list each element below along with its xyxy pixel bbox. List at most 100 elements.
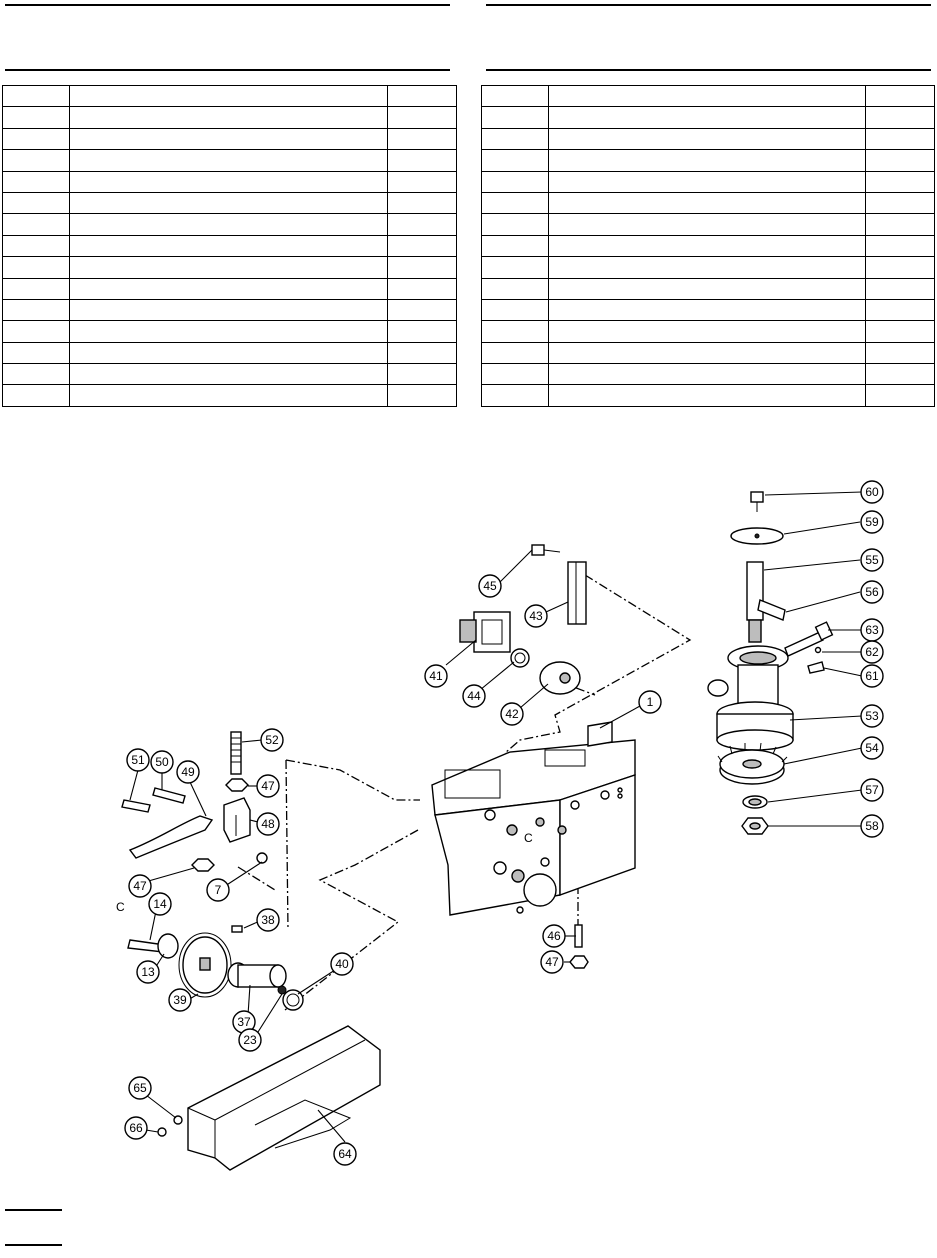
parts-table-cell xyxy=(2,170,70,193)
parts-table-cell xyxy=(548,191,866,215)
callout-53: 53 xyxy=(860,704,884,728)
callout-49: 49 xyxy=(176,760,200,784)
parts-table-cell xyxy=(69,106,388,129)
parts-table-cell xyxy=(69,363,388,386)
parts-table-cell xyxy=(2,149,70,172)
parts-table-cell xyxy=(548,384,866,407)
parts-table-cell xyxy=(865,234,935,258)
parts-table-right-row xyxy=(481,256,935,279)
callout-40: 40 xyxy=(330,952,354,976)
svg-text:53: 53 xyxy=(865,709,879,723)
footnote-rule-1 xyxy=(5,1209,62,1211)
parts-table-cell xyxy=(387,277,457,300)
parts-table-cell xyxy=(481,191,549,215)
parts-table-cell xyxy=(865,277,935,300)
parts-table-cell xyxy=(69,298,388,322)
parts-table-cell xyxy=(69,170,388,193)
svg-text:14: 14 xyxy=(153,897,167,911)
callout-51: 51 xyxy=(126,748,150,772)
parts-table-cell xyxy=(387,320,457,343)
callout-44: 44 xyxy=(462,684,486,708)
svg-text:13: 13 xyxy=(141,965,155,979)
svg-text:44: 44 xyxy=(467,689,481,703)
svg-text:51: 51 xyxy=(131,753,145,767)
svg-text:42: 42 xyxy=(505,707,519,721)
parts-table-cell xyxy=(481,363,549,386)
mark-c-left: C xyxy=(116,900,125,914)
parts-table-left xyxy=(2,84,457,407)
svg-text:47: 47 xyxy=(133,879,147,893)
header-rule-right-bottom xyxy=(486,69,931,71)
parts-table-cell xyxy=(481,127,549,151)
parts-table-cell xyxy=(481,84,549,108)
svg-text:37: 37 xyxy=(237,1015,251,1029)
svg-text:41: 41 xyxy=(429,669,443,683)
svg-text:40: 40 xyxy=(335,957,349,971)
parts-table-left-row xyxy=(2,170,457,193)
column-assembly xyxy=(707,491,834,835)
parts-table-cell xyxy=(2,191,70,215)
parts-table-cell xyxy=(2,106,70,129)
mark-c-body: C xyxy=(524,831,533,845)
svg-text:60: 60 xyxy=(865,485,879,499)
cover-plate-64 xyxy=(157,1025,381,1171)
callout-59: 59 xyxy=(860,510,884,534)
leader-lines xyxy=(129,491,863,1143)
parts-table-cell xyxy=(548,320,866,343)
parts-table-cell xyxy=(548,170,866,193)
parts-table-cell xyxy=(2,256,70,279)
callout-47-upper: 47 xyxy=(256,774,280,798)
parts-table-cell xyxy=(69,320,388,343)
parts-table-right-row xyxy=(481,384,935,407)
header-rule-right-top xyxy=(486,4,931,6)
parts-table-cell xyxy=(481,384,549,407)
parts-table-right-row xyxy=(481,170,935,193)
parts-table-cell xyxy=(481,277,549,300)
exploded-parts-diagram: 60 59 55 56 63 62 61 53 54 57 58 45 43 4… xyxy=(116,480,884,1171)
parts-table-cell xyxy=(548,341,866,365)
parts-table-cell xyxy=(387,149,457,172)
parts-table-cell xyxy=(481,149,549,172)
footnote-rule-2 xyxy=(5,1244,62,1246)
parts-table-right-row xyxy=(481,84,935,108)
callout-58: 58 xyxy=(860,814,884,838)
parts-table-cell xyxy=(387,84,457,108)
svg-text:47: 47 xyxy=(545,955,559,969)
callout-47-left: 47 xyxy=(128,874,152,898)
parts-table-cell xyxy=(865,384,935,407)
parts-table-left-row xyxy=(2,149,457,172)
parts-table-cell xyxy=(2,341,70,365)
parts-table-cell xyxy=(865,213,935,236)
parts-table-cell xyxy=(387,213,457,236)
parts-table-cell xyxy=(865,320,935,343)
parts-table-cell xyxy=(2,84,70,108)
main-body-casting xyxy=(431,721,636,916)
parts-table-cell xyxy=(481,256,549,279)
parts-table-cell xyxy=(865,363,935,386)
callout-66: 66 xyxy=(124,1116,148,1140)
header-rule-left-bottom xyxy=(5,69,450,71)
parts-table-cell xyxy=(387,170,457,193)
parts-table-left-row xyxy=(2,320,457,343)
callout-23: 23 xyxy=(238,1028,262,1052)
parts-table-cell xyxy=(69,256,388,279)
parts-table-cell xyxy=(387,341,457,365)
parts-table-left-row xyxy=(2,84,457,108)
svg-text:57: 57 xyxy=(865,783,879,797)
parts-table-cell xyxy=(2,127,70,151)
svg-text:48: 48 xyxy=(261,817,275,831)
parts-table-left-row xyxy=(2,106,457,129)
parts-table-cell xyxy=(2,298,70,322)
callout-54: 54 xyxy=(860,736,884,760)
setscrew-46 xyxy=(569,924,589,969)
svg-text:45: 45 xyxy=(483,579,497,593)
header-rule-left-top xyxy=(5,4,450,6)
parts-table-cell xyxy=(548,213,866,236)
parts-table-cell xyxy=(2,363,70,386)
svg-text:62: 62 xyxy=(865,645,879,659)
parts-table-right-row xyxy=(481,298,935,322)
parts-table-left-row xyxy=(2,127,457,151)
callout-42: 42 xyxy=(500,702,524,726)
gear-54 xyxy=(717,742,788,785)
parts-table-cell xyxy=(548,106,866,129)
